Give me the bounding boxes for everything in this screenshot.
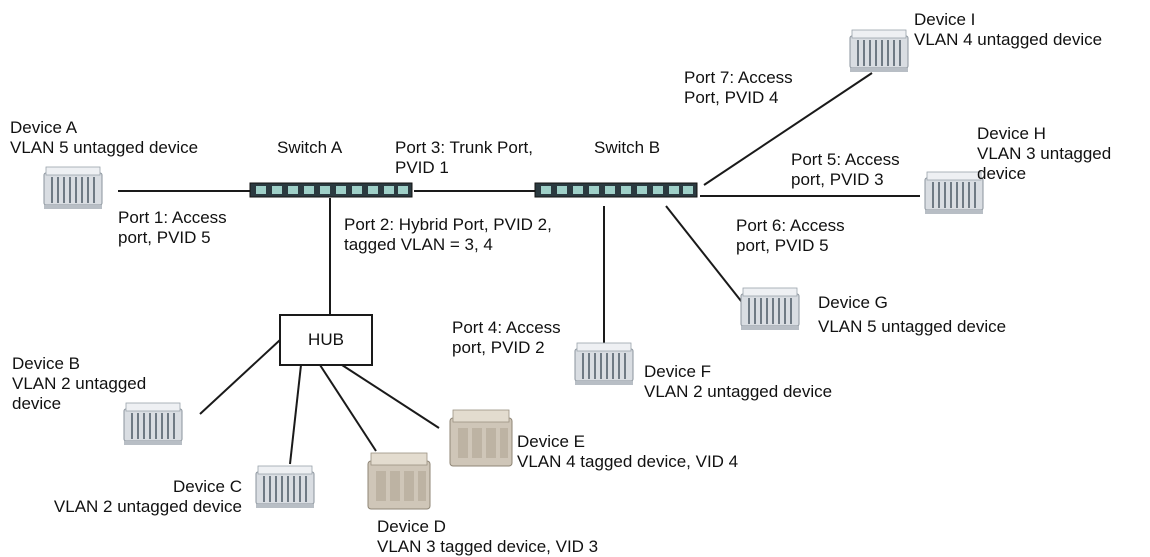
- device-i-desc: VLAN 4 untagged device: [914, 30, 1103, 49]
- port-2-line-2: tagged VLAN = 3, 4: [344, 235, 493, 254]
- port-3-label: Port 3: Trunk Port, PVID 1: [395, 138, 533, 178]
- switch-b-label: Switch B: [594, 138, 661, 157]
- device-i-name: Device I: [914, 10, 976, 29]
- device-i-label: Device I VLAN 4 untagged device: [914, 10, 1102, 50]
- device-e-label: Device E VLAN 4 tagged device, VID 4: [517, 432, 738, 472]
- port-5-line-1: Port 5: Access: [791, 150, 900, 169]
- port-1-line-1: Port 1: Access: [118, 208, 227, 227]
- port-7-line-2: Port, PVID 4: [684, 88, 779, 107]
- link-hub-device-e: [341, 364, 440, 429]
- network-links: [118, 72, 920, 465]
- port-3-line-1: Port 3: Trunk Port,: [395, 138, 533, 157]
- port-1-label: Port 1: Access port, PVID 5: [118, 208, 227, 248]
- device-e-desc: VLAN 4 tagged device, VID 4: [517, 452, 739, 471]
- port-5-line-2: port, PVID 3: [791, 170, 884, 189]
- device-a-desc: VLAN 5 untagged device: [10, 138, 199, 157]
- device-g-desc: VLAN 5 untagged device: [818, 317, 1007, 336]
- device-h-desc-2: device: [977, 164, 1027, 183]
- device-i-icon: [849, 29, 909, 73]
- device-c-name: Device C: [173, 477, 242, 496]
- link-hub-device-c: [289, 364, 302, 465]
- device-f-desc: VLAN 2 untagged device: [644, 382, 833, 401]
- device-g-icon: [740, 287, 800, 331]
- device-f-name: Device F: [644, 362, 712, 381]
- device-a-icon: [43, 166, 103, 210]
- link-hub-device-d: [319, 364, 377, 452]
- link-switch-b-device-i: [703, 72, 873, 186]
- device-b-label: Device B VLAN 2 untagged device: [12, 354, 146, 414]
- device-a-name: Device A: [10, 118, 78, 137]
- device-g-label: Device G VLAN 5 untagged device: [818, 293, 1006, 337]
- device-g-name: Device G: [818, 293, 888, 312]
- port-4-line-2: port, PVID 2: [452, 338, 545, 357]
- device-f-label: Device F VLAN 2 untagged device: [644, 362, 832, 402]
- link-switch-b-device-g: [665, 205, 746, 307]
- device-f-icon: [574, 342, 634, 386]
- device-e-icon: [449, 409, 513, 467]
- port-6-line-2: port, PVID 5: [736, 236, 829, 255]
- device-d-name: Device D: [377, 517, 446, 536]
- device-d-desc: VLAN 3 tagged device, VID 3: [377, 537, 599, 556]
- device-b-desc-2: device: [12, 394, 62, 413]
- device-c-label: Device C VLAN 2 untagged device: [10, 477, 242, 517]
- switch-a-icon: [249, 182, 413, 198]
- device-h-label: Device H VLAN 3 untagged device: [977, 124, 1111, 184]
- port-2-line-1: Port 2: Hybrid Port, PVID 2,: [344, 215, 552, 234]
- device-b-desc-1: VLAN 2 untagged: [12, 374, 147, 393]
- hub-box: [279, 314, 373, 366]
- port-3-line-2: PVID 1: [395, 158, 449, 177]
- device-b-name: Device B: [12, 354, 81, 373]
- port-7-label: Port 7: Access Port, PVID 4: [684, 68, 793, 108]
- device-c-desc: VLAN 2 untagged device: [53, 497, 242, 516]
- port-2-label: Port 2: Hybrid Port, PVID 2, tagged VLAN…: [344, 215, 552, 255]
- device-e-name: Device E: [517, 432, 586, 451]
- port-7-line-1: Port 7: Access: [684, 68, 793, 87]
- port-4-label: Port 4: Access port, PVID 2: [452, 318, 561, 358]
- switch-b-icon: [534, 182, 698, 198]
- link-hub-device-b: [199, 339, 281, 415]
- port-6-label: Port 6: Access port, PVID 5: [736, 216, 845, 256]
- device-a-label: Device A VLAN 5 untagged device: [10, 118, 198, 158]
- port-5-label: Port 5: Access port, PVID 3: [791, 150, 900, 190]
- device-h-name: Device H: [977, 124, 1046, 143]
- hub-label: HUB: [308, 330, 344, 349]
- device-c-icon: [255, 465, 315, 509]
- device-d-icon: [367, 452, 431, 510]
- port-6-line-1: Port 6: Access: [736, 216, 845, 235]
- port-4-line-1: Port 4: Access: [452, 318, 561, 337]
- port-1-line-2: port, PVID 5: [118, 228, 211, 247]
- device-h-icon: [924, 171, 984, 215]
- device-d-label: Device D VLAN 3 tagged device, VID 3: [377, 517, 598, 557]
- switch-a-label: Switch A: [277, 138, 343, 157]
- device-h-desc-1: VLAN 3 untagged: [977, 144, 1112, 163]
